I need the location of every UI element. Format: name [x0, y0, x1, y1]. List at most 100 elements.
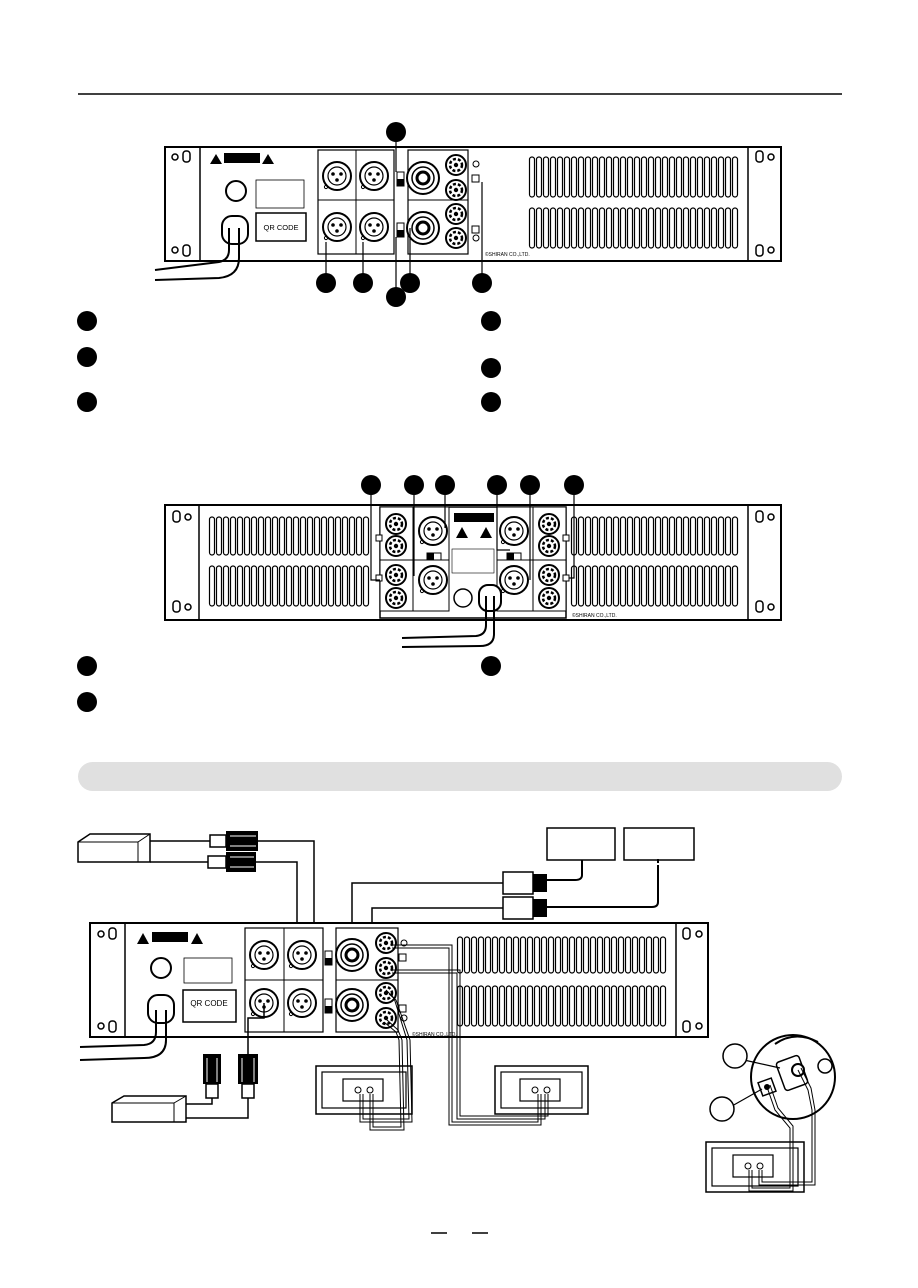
speakon-plug [502, 871, 547, 920]
xlr-connector-icon [287, 988, 317, 1018]
vent-slot [605, 207, 613, 249]
vent-slot [631, 985, 639, 1027]
vent-slot [626, 207, 634, 249]
vent-slot [215, 516, 223, 556]
binding-post-icon [384, 586, 408, 610]
vent-slot [222, 516, 230, 556]
vent-slot [696, 156, 704, 198]
vent-slot [243, 565, 251, 607]
binding-post-icon [384, 563, 408, 587]
vent-slot [306, 516, 314, 556]
vent-slot [257, 565, 265, 607]
vent-slot [526, 985, 534, 1027]
vent-slot [528, 156, 536, 198]
power-cord-icon [79, 1010, 157, 1048]
vent-slot [355, 516, 363, 556]
vent-slot [533, 936, 541, 974]
vent-slot [710, 207, 718, 249]
vent-slot [661, 565, 669, 607]
power-inlet [147, 994, 175, 1024]
vent-slot [568, 936, 576, 974]
vent-slot [470, 985, 478, 1027]
callout-marker [564, 475, 584, 495]
vent-slot [724, 565, 732, 607]
vent-slot [271, 516, 279, 556]
vent-slot [285, 516, 293, 556]
vent-slot [626, 516, 634, 556]
qr-code-label: QR CODE [190, 999, 227, 1008]
fuse-holder [150, 957, 172, 979]
vent-slot [568, 985, 576, 1027]
vent-slot [710, 156, 718, 198]
vent-slot [682, 516, 690, 556]
vent-slot [348, 565, 356, 607]
vent-slot [682, 156, 690, 198]
callout-marker [386, 122, 406, 142]
vent-slot [731, 565, 739, 607]
vent-slot [563, 207, 571, 249]
xlr-connector-icon [359, 161, 389, 191]
vent-slot [717, 565, 725, 607]
vent-slot [645, 985, 653, 1027]
vent-slot [257, 516, 265, 556]
vent-slot [577, 565, 585, 607]
vent-slot [575, 936, 583, 974]
vent-slot [668, 565, 676, 607]
power-cord-icon [154, 228, 230, 271]
qr-code-label: QR CODE [263, 223, 298, 232]
vent-slot [278, 516, 286, 556]
vent-slot [652, 936, 660, 974]
vent-slot [477, 936, 485, 974]
binding-post-icon [444, 226, 468, 250]
vent-slot [512, 985, 520, 1027]
vent-slot [547, 985, 555, 1027]
xlr-plug [207, 831, 258, 872]
rear-panel-1: QR CODE ©SHIRAN CO.,LTD. [154, 122, 782, 307]
vent-slot [647, 565, 655, 607]
vent-slot [570, 207, 578, 249]
vent-slot [556, 207, 564, 249]
vent-slot [556, 156, 564, 198]
vent-slot [208, 565, 216, 607]
vent-slot [675, 516, 683, 556]
vent-slot [484, 985, 492, 1027]
vent-slot [577, 156, 585, 198]
vent-slot [498, 936, 506, 974]
qr-code-box [182, 989, 237, 1023]
vent-slot [477, 985, 485, 1027]
callout-marker [386, 287, 406, 307]
speakon-connector-icon [334, 937, 370, 973]
callout-marker [400, 273, 420, 293]
vent-slot [591, 565, 599, 607]
vent-slot [605, 156, 613, 198]
vent-slot [703, 516, 711, 556]
vent-slot [617, 936, 625, 974]
maker-mark: ©SHIRAN CO.,LTD. [572, 612, 617, 619]
vent-slot [341, 516, 349, 556]
vent-slot [724, 516, 732, 556]
vent-slot [229, 516, 237, 556]
vent-slot [626, 565, 634, 607]
vent-slot [362, 516, 370, 556]
legend-markers-2 [77, 656, 501, 712]
vent-slot [612, 516, 620, 556]
xlr-connector-icon [322, 161, 352, 191]
vent-slot [633, 516, 641, 556]
vent-slot [717, 156, 725, 198]
vent-slot [696, 207, 704, 249]
vent-slot [654, 207, 662, 249]
callout-marker [361, 475, 381, 495]
binding-post-icon [537, 512, 561, 536]
vent-slot [292, 516, 300, 556]
vent-slot [271, 565, 279, 607]
vent-slot [526, 936, 534, 974]
vent-slot [570, 156, 578, 198]
vent-slot [236, 516, 244, 556]
callout-marker [404, 475, 424, 495]
vent-slot [554, 936, 562, 974]
vent-slot [582, 936, 590, 974]
vent-slot [731, 207, 739, 249]
section-banner [78, 762, 842, 791]
vent-slot [229, 565, 237, 607]
vent-slot [285, 565, 293, 607]
